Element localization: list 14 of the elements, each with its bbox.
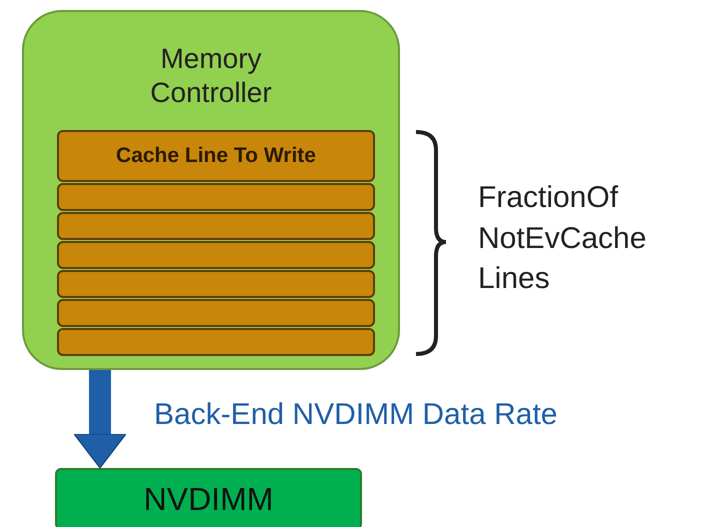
cache-line-bar xyxy=(57,299,375,327)
arrow xyxy=(74,370,126,468)
cache-line-bar xyxy=(57,212,375,240)
box-text: Cache Line To Write xyxy=(116,144,316,168)
cache-line-bar xyxy=(57,183,375,211)
cache-line-bar xyxy=(57,328,375,356)
cache-line-bar xyxy=(57,270,375,298)
controller-box xyxy=(22,10,400,370)
module-box xyxy=(55,468,362,527)
box-title: Memory Controller xyxy=(149,42,273,110)
bracket-label: FractionOf NotEvCache Lines xyxy=(478,180,648,297)
cache-line-bar xyxy=(57,130,375,182)
cache-line-bar xyxy=(57,241,375,269)
box-text: NVDIMM xyxy=(144,480,274,518)
